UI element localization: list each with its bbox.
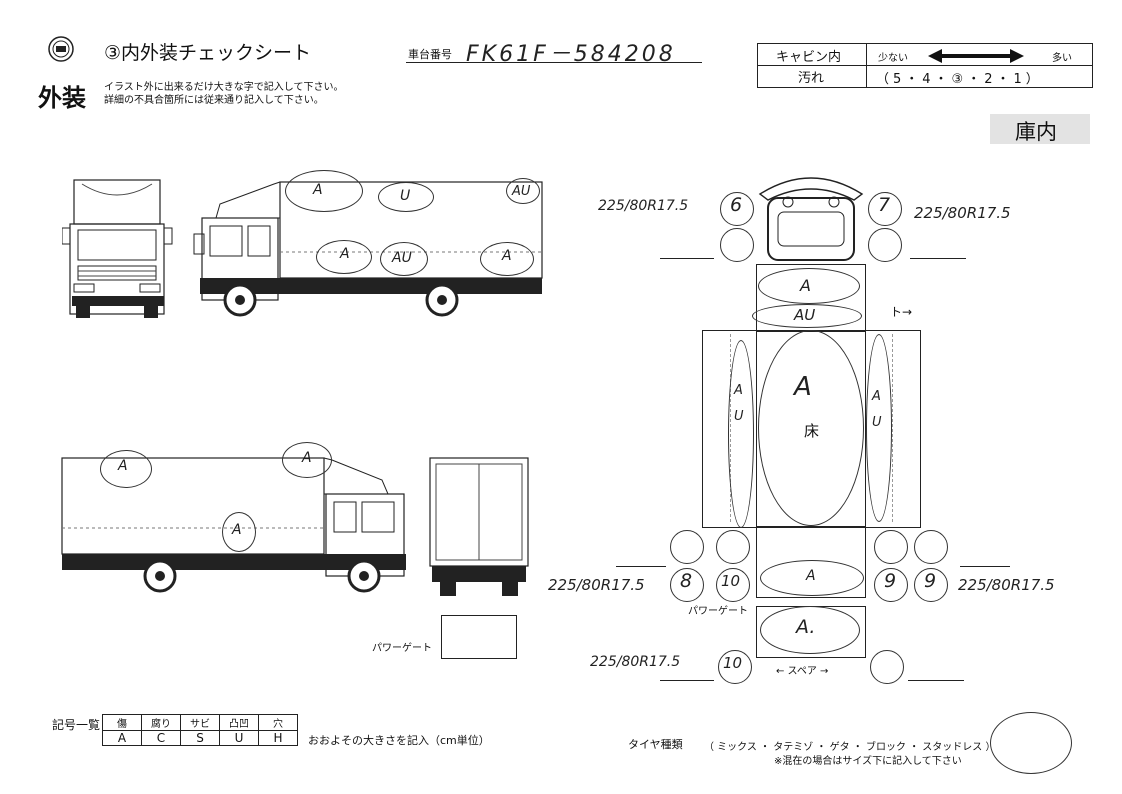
cargo-right-wall <box>864 330 921 528</box>
cargo-left-wall <box>702 330 757 528</box>
chassis-label: 車台番号 <box>408 48 452 61</box>
tire-front-left-mark: 6 <box>730 194 743 216</box>
tire-size-rear-right: 225/80R17.5 <box>958 576 1055 594</box>
tire-size-front-right: 225/80R17.5 <box>914 204 1011 222</box>
exterior-heading: 外装 <box>38 84 86 112</box>
tire-type-note: ※混在の場合はサイズ下に記入して下さい <box>774 756 962 767</box>
legend-note: おおよその大きさを記入（cm単位） <box>308 734 490 747</box>
tire-rear-left-inner <box>716 530 750 564</box>
tire-line-spare-right <box>908 680 964 681</box>
tire-type-label: タイヤ種類 <box>628 738 683 751</box>
legend-code-h: H <box>258 730 298 746</box>
interior-heading-bg <box>990 114 1090 144</box>
tire-size-rear-left: 225/80R17.5 <box>548 576 645 594</box>
door-mark: ト→ <box>890 305 913 319</box>
legend-header-dent: 凸凹 <box>219 714 259 731</box>
tire-rear-right-outer-mark-circle <box>914 568 948 602</box>
spare-label: ← スペア → <box>776 666 829 677</box>
sheet-title: ③内外装チェックシート <box>104 42 312 64</box>
chassis-number: FK61F－584208 <box>466 42 676 67</box>
cab-top-view <box>758 177 864 261</box>
legend-header-rot: 腐り <box>141 714 181 731</box>
circle-side-top-2 <box>378 182 434 212</box>
circle-side-low-2 <box>380 242 428 276</box>
interior-heading: 庫内 <box>1015 120 1057 144</box>
tire-spare <box>870 650 904 684</box>
circle-floor-center <box>758 330 864 526</box>
truck-front-view <box>62 179 173 318</box>
legend-code-u: U <box>219 730 259 746</box>
legend-table: 傷 腐り サビ 凸凹 穴 A C S U H <box>102 714 298 746</box>
legend-header-scratch: 傷 <box>102 714 142 731</box>
circle-gate <box>760 606 860 654</box>
tire-spare-mark-circle <box>718 650 752 684</box>
circle-floor-rear <box>760 560 864 596</box>
cabin-dirt-box: キャビン内 汚れ 少ない 多い （5・4・③・2・1） <box>757 43 1093 88</box>
tire-front-right <box>868 228 902 262</box>
dirt-scale: （5・4・③・2・1） <box>876 72 1043 87</box>
circle-wall-right <box>866 334 892 522</box>
circle-side-top-1 <box>285 170 363 212</box>
powergate-label-interior: パワーゲート <box>688 606 748 617</box>
tire-rear-left-inner-mark: 10 <box>721 572 741 590</box>
legend-header-rust: サビ <box>180 714 220 731</box>
tire-line-spare-left <box>660 680 714 681</box>
tire-rear-right-inner-mark-circle <box>874 568 908 602</box>
tire-rear-right-outer-mark: 9 <box>924 570 937 592</box>
truck-rear-view <box>429 457 529 596</box>
tire-rear-right-inner <box>874 530 908 564</box>
cabin-label: キャビン内 <box>776 50 842 65</box>
circle-left-side-2 <box>282 442 332 478</box>
cargo-bed-rear-strip <box>756 526 866 598</box>
chassis-underline <box>406 62 702 63</box>
tire-type-options: （ ミックス ・ タテミゾ ・ ゲタ ・ ブロック ・ スタッドレス ） <box>704 742 996 753</box>
tire-rear-left-outer <box>670 530 704 564</box>
circle-studless <box>990 712 1072 774</box>
few-label: 少ない <box>878 53 908 64</box>
scale-arrow-icon <box>928 48 1024 67</box>
tire-size-front-left: 225/80R17.5 <box>598 198 689 214</box>
tire-rear-left-outer-mark: 8 <box>680 570 693 592</box>
legend-code-a: A <box>102 730 142 746</box>
circle-wall-left <box>728 340 754 528</box>
cargo-right-dotted <box>892 334 893 522</box>
powergate-label-exterior: パワーゲート <box>372 643 432 654</box>
legend-code-s: S <box>180 730 220 746</box>
tire-spare-mark: 10 <box>723 654 743 672</box>
circle-side-low-3 <box>480 242 534 276</box>
circle-left-side-3 <box>222 512 256 552</box>
circle-left-side-1 <box>100 450 152 488</box>
tire-front-right-mark-circle <box>868 192 902 226</box>
exterior-note-1: イラスト外に出来るだけ大きな字で記入して下さい。 <box>104 82 344 93</box>
company-logo <box>48 36 74 62</box>
legend-code-c: C <box>141 730 181 746</box>
exterior-note-2: 詳細の不具合箇所には従来通り記入して下さい。 <box>104 95 324 106</box>
truck-left-side-view <box>61 457 406 593</box>
tire-rear-right-inner-mark: 9 <box>884 570 897 592</box>
tire-line-front-left <box>660 258 714 259</box>
legend-title: 記号一覧 <box>52 718 101 732</box>
tire-line-front-right <box>910 258 966 259</box>
tire-size-spare: 225/80R17.5 <box>590 654 681 670</box>
tire-front-left <box>720 228 754 262</box>
many-label: 多い <box>1052 53 1072 64</box>
powergate-box-exterior <box>441 615 517 659</box>
legend-header-hole: 穴 <box>258 714 298 731</box>
tire-line-rear-left <box>616 566 666 567</box>
tire-line-rear-right <box>960 566 1010 567</box>
dirt-label: 汚れ <box>798 71 825 86</box>
circle-floor-front <box>758 268 860 304</box>
tire-rear-left-outer-mark-circle <box>670 568 704 602</box>
tire-front-left-mark-circle <box>720 192 754 226</box>
tire-rear-right-outer <box>914 530 948 564</box>
circle-side-low-1 <box>316 240 372 274</box>
tire-rear-left-inner-mark-circle <box>716 568 750 602</box>
circle-floor-strip <box>752 304 862 328</box>
circle-side-top-3 <box>506 178 540 204</box>
tire-front-right-mark: 7 <box>878 194 891 216</box>
